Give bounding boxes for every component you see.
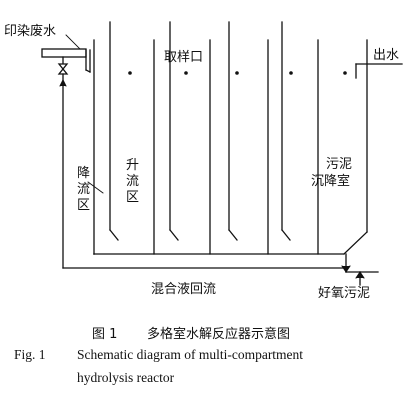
aerobic-sludge-label: 好氧污泥 (318, 286, 371, 301)
caption-zh-number: 图 1 (92, 327, 118, 342)
mixed-liquor-recycle-label: 混合液回流 (151, 282, 217, 297)
inlet-pipe (41, 48, 91, 73)
sampling-port-label: 取样口 (164, 50, 204, 65)
caption-zh-text: 多格室水解反应器示意图 (147, 327, 291, 342)
sludge-settling-label-line1: 污泥 (326, 157, 353, 172)
inlet-valve (57, 56, 69, 81)
aerobic-sludge-arrow (355, 271, 365, 286)
upflow-zone-label: 升流区 (126, 158, 140, 205)
reactor-shell (93, 39, 368, 255)
outlet-label: 出水 (373, 48, 400, 63)
sampling-ports (128, 71, 347, 75)
recycle-header (62, 253, 379, 273)
downflow-zone-label: 降流区 (77, 166, 91, 213)
sludge-settling-label-line2: 沉降室 (311, 174, 351, 189)
label-leaders (65, 34, 104, 194)
outlet-pipe (355, 63, 403, 79)
inlet-label: 印染废水 (4, 24, 57, 39)
caption-en-line2: hydrolysis reactor (77, 370, 175, 385)
baffles (109, 21, 319, 255)
recycle-return-line (59, 78, 67, 269)
caption-en-number: Fig. 1 (14, 347, 46, 362)
caption-en-line1: Schematic diagram of multi-compartment (77, 347, 304, 362)
